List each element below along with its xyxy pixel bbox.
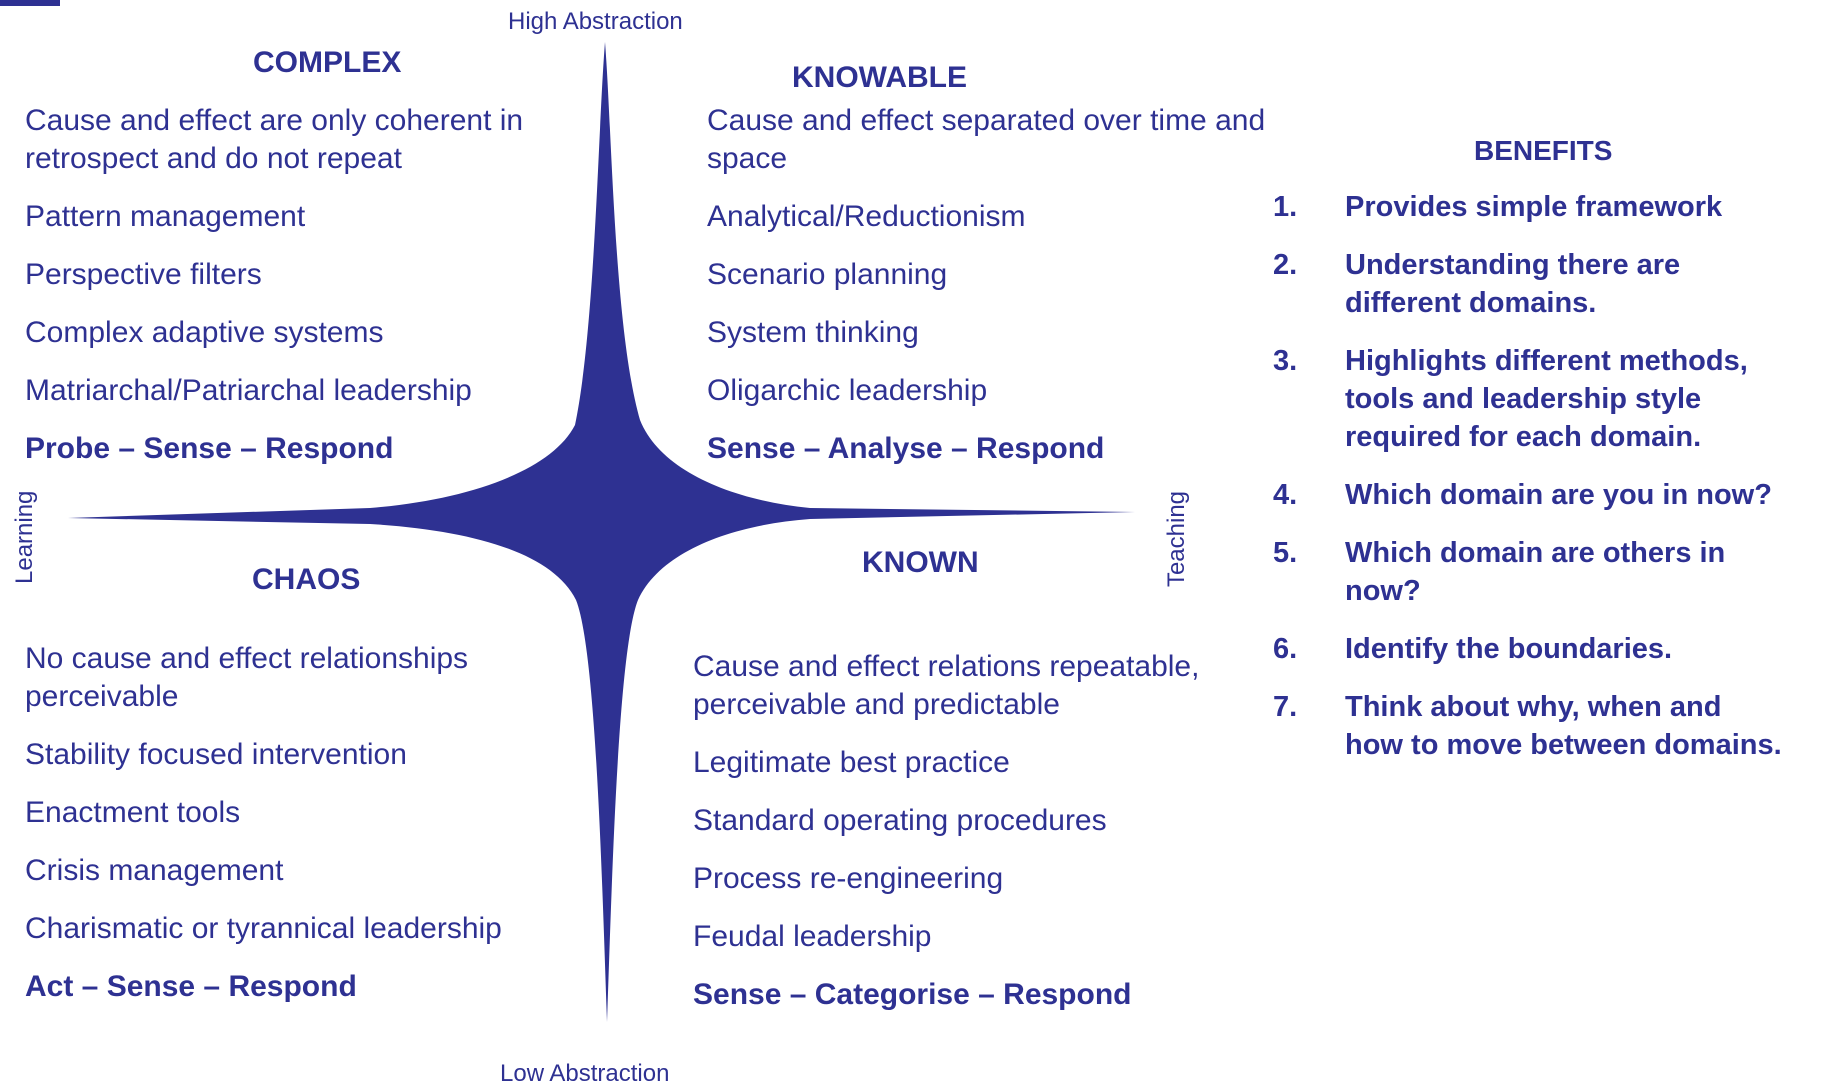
list-item: System thinking xyxy=(707,316,919,349)
benefit-text: Identify the boundaries. xyxy=(1345,633,1673,665)
benefit-text: Understanding there are different domain… xyxy=(1345,249,1681,319)
benefits-list: 1. Provides simple framework 2. Understa… xyxy=(1273,188,1833,784)
benefit-text: Provides simple framework xyxy=(1345,191,1723,223)
axis-label-teaching: Teaching xyxy=(1163,490,1190,588)
benefit-number: 6. xyxy=(1273,633,1298,665)
list-item: Cause and effect separated over time and… xyxy=(707,104,1266,175)
list-item: Feudal leadership xyxy=(693,920,932,953)
list-item: Analytical/Reductionism xyxy=(707,200,1026,233)
quadrant-list-known: Cause and effect relations repeatable, p… xyxy=(693,648,1253,1034)
title-fragment-mark xyxy=(0,0,60,6)
list-item: No cause and effect relationships percei… xyxy=(25,642,469,713)
approach-knowable: Sense – Analyse – Respond xyxy=(707,432,1105,465)
list-item: Pattern management xyxy=(25,200,306,233)
list-item: Charismatic or tyrannical leadership xyxy=(25,912,502,945)
quadrant-list-complex: Cause and effect are only coherent in re… xyxy=(25,102,585,488)
benefit-item: 6. Identify the boundaries. xyxy=(1273,630,1833,668)
benefit-number: 5. xyxy=(1273,537,1298,569)
list-item: Matriarchal/Patriarchal leadership xyxy=(25,374,472,407)
benefit-text: Which domain are you in now? xyxy=(1345,479,1772,511)
benefit-item: 5. Which domain are others in now? xyxy=(1273,534,1833,610)
benefit-item: 1. Provides simple framework xyxy=(1273,188,1833,226)
benefit-number: 1. xyxy=(1273,191,1298,223)
benefit-text: Think about why, when and how to move be… xyxy=(1345,691,1782,761)
axis-label-high-abstraction: High Abstraction xyxy=(508,8,683,35)
list-item: Legitimate best practice xyxy=(693,746,1010,779)
list-item: Cause and effect relations repeatable, p… xyxy=(693,650,1200,721)
benefit-item: 3. Highlights different methods, tools a… xyxy=(1273,342,1833,456)
benefit-number: 3. xyxy=(1273,345,1298,377)
benefit-item: 2. Understanding there are different dom… xyxy=(1273,246,1833,322)
list-item: Complex adaptive systems xyxy=(25,316,384,349)
approach-chaos: Act – Sense – Respond xyxy=(25,970,357,1003)
benefits-title: BENEFITS xyxy=(1474,135,1613,166)
list-item: Enactment tools xyxy=(25,796,241,829)
quadrant-title-known: KNOWN xyxy=(862,546,979,579)
benefit-number: 2. xyxy=(1273,249,1298,281)
list-item: Oligarchic leadership xyxy=(707,374,988,407)
approach-complex: Probe – Sense – Respond xyxy=(25,432,394,465)
axis-label-learning: Learning xyxy=(11,490,38,584)
list-item: Cause and effect are only coherent in re… xyxy=(25,104,524,175)
quadrant-title-chaos: CHAOS xyxy=(252,563,361,596)
list-item: Stability focused intervention xyxy=(25,738,407,771)
quadrant-list-knowable: Cause and effect separated over time and… xyxy=(707,102,1267,488)
benefit-number: 7. xyxy=(1273,691,1298,723)
approach-known: Sense – Categorise – Respond xyxy=(693,978,1132,1011)
quadrant-title-complex: COMPLEX xyxy=(253,46,402,79)
benefit-number: 4. xyxy=(1273,479,1298,511)
list-item: Process re-engineering xyxy=(693,862,1004,895)
list-item: Standard operating procedures xyxy=(693,804,1107,837)
benefit-item: 7. Think about why, when and how to move… xyxy=(1273,688,1833,764)
quadrant-list-chaos: No cause and effect relationships percei… xyxy=(25,640,565,1026)
list-item: Scenario planning xyxy=(707,258,948,291)
benefit-item: 4. Which domain are you in now? xyxy=(1273,476,1833,514)
list-item: Crisis management xyxy=(25,854,284,887)
axis-label-low-abstraction: Low Abstraction xyxy=(500,1060,670,1087)
list-item: Perspective filters xyxy=(25,258,262,291)
benefit-text: Highlights different methods, tools and … xyxy=(1345,345,1748,453)
benefit-text: Which domain are others in now? xyxy=(1345,537,1726,607)
quadrant-title-knowable: KNOWABLE xyxy=(792,61,967,94)
